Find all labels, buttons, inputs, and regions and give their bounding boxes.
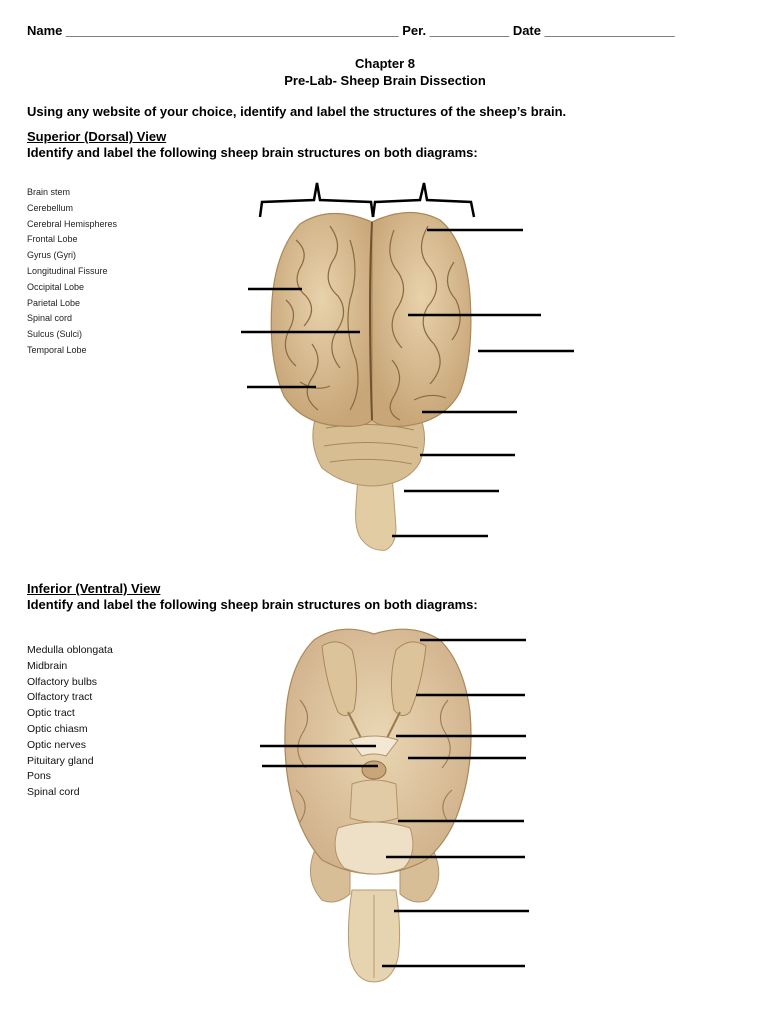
list-item: Parietal Lobe bbox=[27, 297, 81, 308]
pituitary-shape bbox=[361, 760, 387, 780]
list-item: Occipital Lobe bbox=[27, 281, 85, 292]
list-item: Olfactory tract bbox=[27, 691, 93, 704]
page-title: Pre-Lab- Sheep Brain Dissection bbox=[284, 73, 486, 88]
dorsal-instruction: Identify and label the following sheep b… bbox=[27, 145, 478, 160]
spinal-cord-shape bbox=[355, 474, 397, 551]
dorsal-term-list: Brain stem Cerebellum Cerebral Hemispher… bbox=[27, 185, 117, 359]
list-item: Pituitary gland bbox=[27, 754, 94, 767]
right-hemisphere-shape bbox=[371, 211, 472, 427]
list-item: Medulla oblongata bbox=[27, 644, 113, 656]
list-item: Sulcus (Sulci) bbox=[27, 329, 83, 340]
chapter-heading: Chapter 8 bbox=[355, 56, 415, 71]
list-item: Optic chiasm bbox=[27, 722, 88, 735]
ventral-term-list: Medulla oblongata Midbrain Olfactory bul… bbox=[27, 643, 113, 801]
list-item: Longitudinal Fissure bbox=[27, 265, 108, 276]
pons-shape bbox=[334, 821, 414, 875]
list-item: Temporal Lobe bbox=[27, 344, 87, 355]
left-hemisphere-bracket bbox=[258, 182, 375, 218]
name-period-date-line[interactable]: Name ___________________________________… bbox=[27, 23, 675, 38]
list-item: Olfactory bulbs bbox=[27, 675, 98, 688]
ventral-spinal-cord-shape bbox=[347, 889, 401, 983]
list-item: Gyrus (Gyri) bbox=[27, 250, 76, 261]
cerebellum-shape bbox=[312, 409, 425, 487]
list-item: Optic tract bbox=[27, 707, 75, 720]
list-item: Frontal Lobe bbox=[27, 234, 78, 245]
ventral-view-heading: Inferior (Ventral) View bbox=[27, 581, 161, 596]
left-hemisphere-shape bbox=[270, 212, 373, 427]
list-item: Cerebral Hemispheres bbox=[27, 218, 118, 229]
list-item: Spinal cord bbox=[27, 313, 73, 324]
list-item: Spinal cord bbox=[27, 786, 80, 799]
list-item: Brain stem bbox=[27, 187, 71, 197]
ventral-brain-shape bbox=[284, 628, 472, 875]
list-item: Cerebellum bbox=[27, 202, 74, 213]
dorsal-view-heading: Superior (Dorsal) View bbox=[27, 129, 167, 144]
right-hemisphere-bracket bbox=[371, 182, 476, 218]
optic-chiasm-shape bbox=[349, 735, 399, 757]
list-item: Midbrain bbox=[27, 659, 68, 672]
general-instructions: Using any website of your choice, identi… bbox=[27, 104, 567, 119]
list-item: Pons bbox=[27, 770, 51, 783]
list-item: Optic nerves bbox=[27, 738, 86, 751]
ventral-instruction: Identify and label the following sheep b… bbox=[27, 597, 478, 612]
